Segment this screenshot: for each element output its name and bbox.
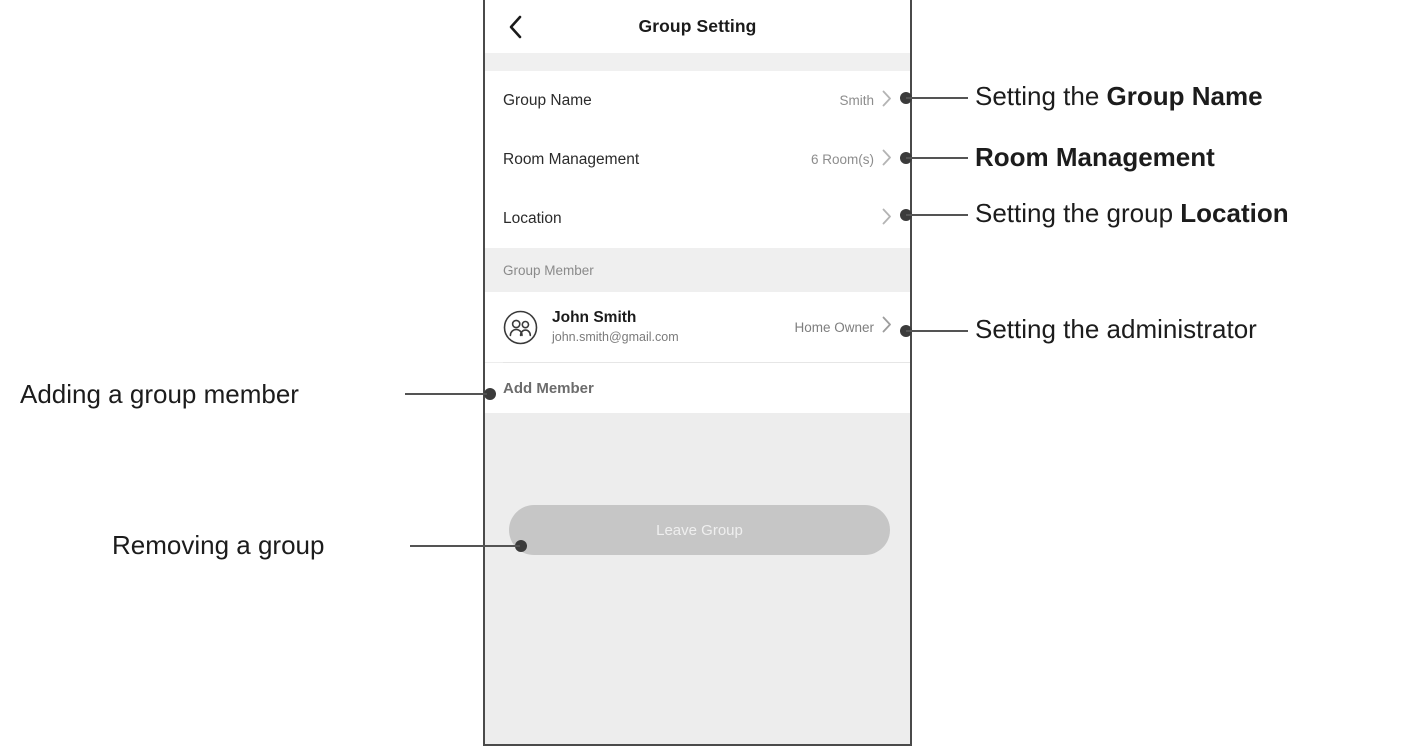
chevron-right-icon: [882, 316, 892, 338]
row-room-management-right: 6 Room(s): [811, 149, 892, 171]
row-group-name-right: Smith: [839, 90, 892, 112]
row-location-right: [874, 208, 892, 230]
callout-line-leave-group: [410, 545, 520, 547]
callout-dot-leave-group: [515, 540, 527, 552]
member-texts: John Smith john.smith@gmail.com: [552, 308, 794, 347]
member-role-badge: Home Owner: [794, 319, 874, 335]
leave-group-label: Leave Group: [656, 521, 743, 539]
phone-content-area: Leave Group: [485, 413, 910, 732]
leave-group-button[interactable]: Leave Group: [509, 505, 890, 555]
member-name: John Smith: [552, 308, 637, 326]
chevron-right-icon: [882, 90, 892, 112]
member-email: john.smith@gmail.com: [552, 330, 679, 345]
callout-label-group-name: Setting the Group Name: [975, 81, 1263, 111]
member-list-divider: [503, 362, 910, 363]
callout-label-add-member: Adding a group member: [20, 379, 299, 409]
member-role-group: Home Owner: [794, 316, 892, 338]
callout-line-administrator: [906, 330, 968, 332]
chevron-right-icon: [882, 149, 892, 171]
group-member-section-label: Group Member: [503, 262, 594, 278]
back-button[interactable]: [496, 0, 534, 53]
callout-line-room-management: [906, 157, 968, 159]
row-room-management-label: Room Management: [503, 150, 640, 168]
chevron-right-icon: [882, 208, 892, 230]
row-group-name-value: Smith: [839, 93, 874, 108]
row-location[interactable]: Location: [485, 189, 910, 248]
row-location-label: Location: [503, 209, 562, 227]
row-room-management-value: 6 Room(s): [810, 152, 874, 167]
callout-dot-add-member: [484, 388, 496, 400]
add-member-label: Add Member: [503, 379, 594, 397]
settings-card: Group Name Smith Room Management 6 Room(…: [485, 71, 910, 248]
page-title: Group Setting: [638, 16, 757, 36]
member-row-john-smith[interactable]: John Smith john.smith@gmail.com Home Own…: [485, 292, 910, 362]
phone-frame: Group Setting Group Name Smith Room Mana…: [483, 0, 912, 746]
chevron-left-icon: [508, 15, 522, 39]
callout-label-leave-group: Removing a group: [112, 530, 325, 560]
group-member-section-header: Group Member: [485, 248, 910, 292]
callout-line-add-member: [405, 393, 487, 395]
callout-label-room-management: Room Management: [975, 142, 1215, 172]
row-group-name[interactable]: Group Name Smith: [485, 71, 910, 130]
add-member-row[interactable]: Add Member: [485, 363, 910, 413]
callout-label-location: Setting the group Location: [975, 198, 1289, 228]
header-separator-strip: [485, 53, 910, 71]
callout-label-administrator: Setting the administrator: [975, 314, 1257, 344]
group-people-avatar-icon: [503, 310, 538, 345]
callout-line-location: [906, 214, 968, 216]
app-header: Group Setting: [485, 0, 910, 53]
row-room-management[interactable]: Room Management 6 Room(s): [485, 130, 910, 189]
callout-line-group-name: [906, 97, 968, 99]
row-group-name-label: Group Name: [503, 91, 592, 109]
